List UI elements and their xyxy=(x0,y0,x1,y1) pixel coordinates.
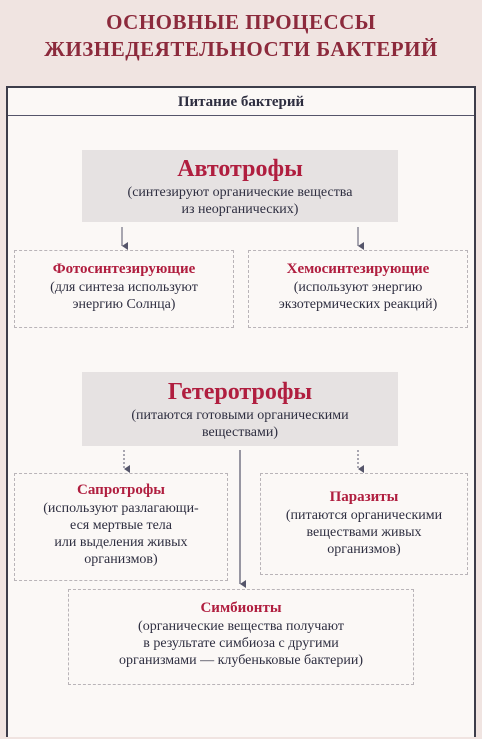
parasites-desc-3: организмов) xyxy=(327,542,401,557)
page-title-line-1: ОСНОВНЫЕ ПРОЦЕССЫ xyxy=(106,10,376,34)
heterotrophs-title: Гетеротрофы xyxy=(167,379,313,405)
symbionts-desc-2: в результате симбиоза с другими xyxy=(143,636,339,651)
autotrophs-title: Автотрофы xyxy=(177,156,303,182)
chemosynthetic-desc-1: (используют энергию xyxy=(293,280,423,295)
photosynthetic-desc-1: (для синтеза используют xyxy=(50,280,198,295)
page-title-line-2: ЖИЗНЕДЕЯТЕЛЬНОСТИ БАКТЕРИЙ xyxy=(44,37,438,61)
saprotrophs-desc-3: или выделения живых xyxy=(54,535,188,550)
autotrophs-box: Автотрофы (синтезируют органические веще… xyxy=(82,150,398,222)
autotrophs-desc-1: (синтезируют органические вещества xyxy=(127,185,353,200)
saprotrophs-box: Сапротрофы (используют разлагающи- еся м… xyxy=(14,473,228,581)
saprotrophs-desc-2: еся мертвые тела xyxy=(70,518,172,533)
symbionts-desc-3: организмами — клубеньковые бактерии) xyxy=(119,653,363,668)
chemosynthetic-desc-2: экзотермических реакций) xyxy=(278,297,438,312)
symbionts-title: Симбионты xyxy=(200,600,282,616)
chemosynthetic-title: Хемосинтезирующие xyxy=(286,261,430,277)
symbionts-desc-1: (органические вещества получают xyxy=(138,619,344,634)
parasites-title: Паразиты xyxy=(329,489,399,505)
saprotrophs-title: Сапротрофы xyxy=(77,482,165,498)
heterotrophs-desc-1: (питаются готовыми органическими xyxy=(131,408,349,423)
heterotrophs-box: Гетеротрофы (питаются готовыми органичес… xyxy=(82,372,398,446)
page-title: ОСНОВНЫЕ ПРОЦЕССЫ ЖИЗНЕДЕЯТЕЛЬНОСТИ БАКТ… xyxy=(0,0,482,72)
photosynthetic-desc-2: энергию Солнца) xyxy=(72,297,176,312)
autotrophs-desc-2: из неорганических) xyxy=(181,202,299,217)
diagram-frame: Питание бактерий Автотрофы (синтезируют … xyxy=(6,86,476,737)
symbionts-box: Симбионты (органические вещества получаю… xyxy=(68,589,414,685)
parasites-desc-2: веществами живых xyxy=(306,525,422,540)
photosynthetic-box: Фотосинтезирующие (для синтеза использую… xyxy=(14,250,234,328)
saprotrophs-desc-4: организмов) xyxy=(84,552,158,567)
saprotrophs-desc-1: (используют разлагающи- xyxy=(43,501,199,516)
chemosynthetic-box: Хемосинтезирующие (используют энергию эк… xyxy=(248,250,468,328)
section-heading: Питание бактерий xyxy=(8,88,474,116)
parasites-box: Паразиты (питаются органическими веществ… xyxy=(260,473,468,575)
parasites-desc-1: (питаются органическими xyxy=(285,508,443,523)
connector-arrows xyxy=(121,227,364,588)
photosynthetic-title: Фотосинтезирующие xyxy=(52,261,196,277)
heterotrophs-desc-2: веществами) xyxy=(201,425,279,440)
